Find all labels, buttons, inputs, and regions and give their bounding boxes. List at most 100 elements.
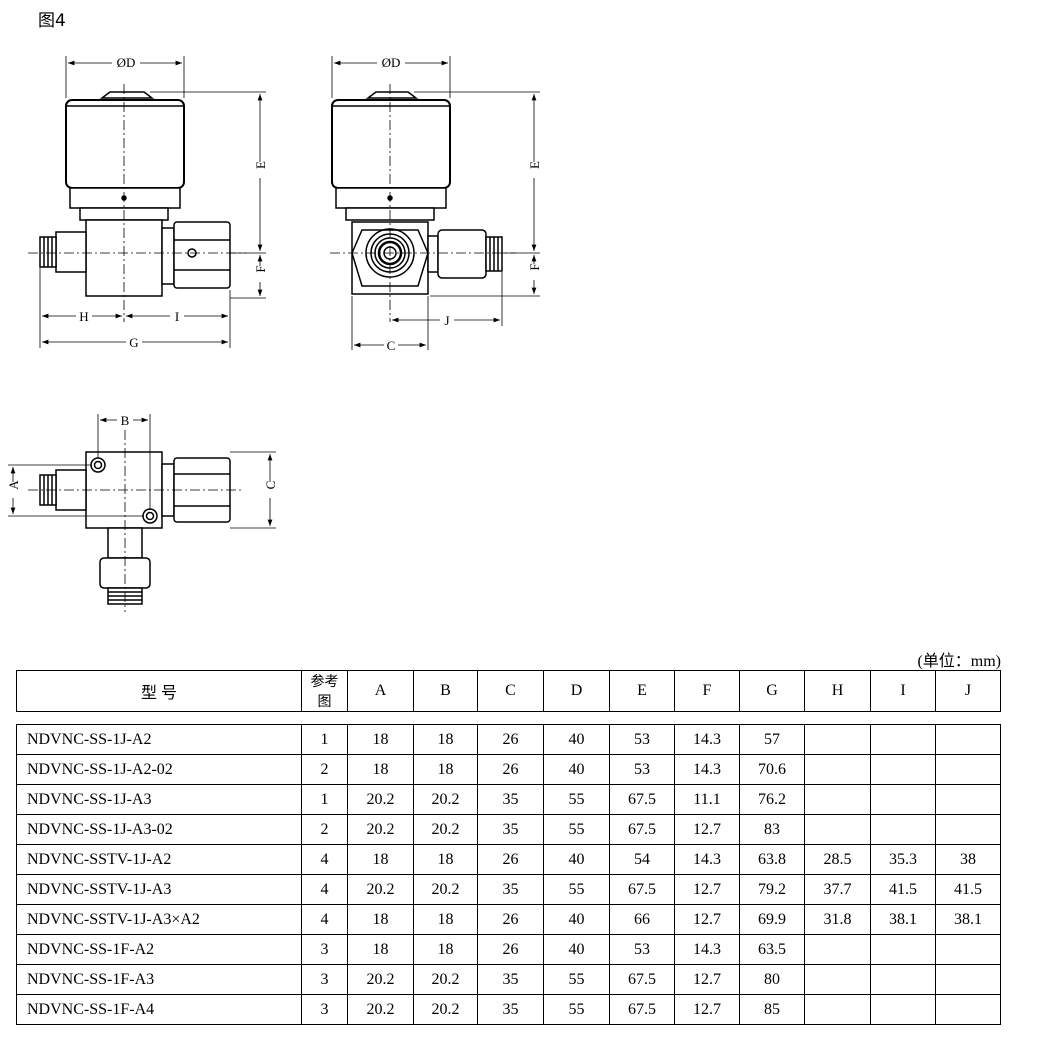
value-cell: 26	[477, 724, 544, 755]
value-cell: 18	[347, 904, 414, 935]
value-cell: 26	[477, 934, 544, 965]
header-E: E	[609, 670, 675, 712]
header-A: A	[347, 670, 414, 712]
table-spacer	[16, 711, 1001, 725]
value-cell: 4	[301, 904, 348, 935]
value-cell: 20.2	[413, 874, 478, 905]
value-cell: 53	[609, 724, 675, 755]
value-cell: 40	[543, 724, 610, 755]
dim-label-C-view2: C	[387, 338, 396, 353]
figure-label: 图4	[38, 11, 66, 31]
dim-label-C-view3: C	[263, 481, 278, 490]
value-cell: 67.5	[609, 784, 675, 815]
value-cell: 20.2	[347, 784, 414, 815]
value-cell: 20.2	[413, 964, 478, 995]
dim-label-E-view1: E	[253, 161, 268, 169]
value-cell: 20.2	[413, 784, 478, 815]
header-D: D	[543, 670, 610, 712]
value-cell: 40	[543, 904, 610, 935]
value-cell: 55	[543, 964, 610, 995]
value-cell: 55	[543, 814, 610, 845]
value-cell: 4	[301, 874, 348, 905]
value-cell: 18	[413, 844, 478, 875]
model-cell: NDVNC-SSTV-1J-A2	[16, 844, 302, 875]
value-cell: 18	[413, 754, 478, 785]
value-cell: 1	[301, 724, 348, 755]
dim-label-F-view2: F	[527, 263, 542, 270]
value-cell	[870, 964, 936, 995]
value-cell: 3	[301, 994, 348, 1025]
value-cell: 12.7	[674, 964, 740, 995]
value-cell: 41.5	[935, 874, 1001, 905]
value-cell: 1	[301, 784, 348, 815]
value-cell: 26	[477, 754, 544, 785]
header-G: G	[739, 670, 805, 712]
value-cell: 53	[609, 754, 675, 785]
value-cell: 83	[739, 814, 805, 845]
value-cell	[935, 994, 1001, 1025]
model-cell: NDVNC-SS-1J-A3-02	[16, 814, 302, 845]
view-2	[330, 84, 516, 322]
header-C: C	[477, 670, 544, 712]
header-ref-figure: 参考图	[301, 670, 348, 712]
header-B: B	[413, 670, 478, 712]
model-cell: NDVNC-SS-1F-A2	[16, 934, 302, 965]
value-cell: 18	[413, 724, 478, 755]
header-I: I	[870, 670, 936, 712]
value-cell: 55	[543, 874, 610, 905]
value-cell: 53	[609, 934, 675, 965]
value-cell	[870, 754, 936, 785]
dim-label-G: G	[129, 335, 138, 350]
header-model: 型 号	[16, 670, 302, 712]
value-cell: 12.7	[674, 814, 740, 845]
dim-label-D-view2: ØD	[382, 55, 401, 70]
value-cell: 38.1	[870, 904, 936, 935]
unit-note: (单位：mm)	[917, 653, 1001, 670]
view-3	[28, 430, 244, 612]
value-cell: 2	[301, 814, 348, 845]
header-H: H	[804, 670, 871, 712]
value-cell: 12.7	[674, 874, 740, 905]
value-cell: 41.5	[870, 874, 936, 905]
value-cell	[935, 934, 1001, 965]
value-cell: 12.7	[674, 904, 740, 935]
model-cell: NDVNC-SS-1J-A3	[16, 784, 302, 815]
value-cell: 11.1	[674, 784, 740, 815]
value-cell: 20.2	[413, 994, 478, 1025]
dim-label-F-view1: F	[253, 265, 268, 272]
value-cell: 26	[477, 904, 544, 935]
value-cell	[935, 724, 1001, 755]
table-header-row: 型 号 参考图 A B C D E F G H I J	[16, 670, 1001, 712]
value-cell: 76.2	[739, 784, 805, 815]
header-J: J	[935, 670, 1001, 712]
technical-drawing: ØD E F H I G	[6, 55, 542, 612]
value-cell	[804, 994, 871, 1025]
value-cell: 18	[347, 844, 414, 875]
value-cell: 40	[543, 754, 610, 785]
value-cell	[935, 754, 1001, 785]
value-cell: 18	[413, 904, 478, 935]
value-cell	[935, 964, 1001, 995]
value-cell: 35	[477, 814, 544, 845]
value-cell: 18	[347, 934, 414, 965]
value-cell	[804, 724, 871, 755]
value-cell	[935, 784, 1001, 815]
value-cell: 79.2	[739, 874, 805, 905]
model-cell: NDVNC-SS-1F-A3	[16, 964, 302, 995]
value-cell: 20.2	[347, 874, 414, 905]
value-cell: 20.2	[347, 994, 414, 1025]
value-cell	[804, 754, 871, 785]
dim-label-B: B	[121, 413, 130, 428]
value-cell: 35	[477, 964, 544, 995]
dim-label-E-view2: E	[527, 161, 542, 169]
value-cell	[870, 784, 936, 815]
value-cell	[870, 934, 936, 965]
